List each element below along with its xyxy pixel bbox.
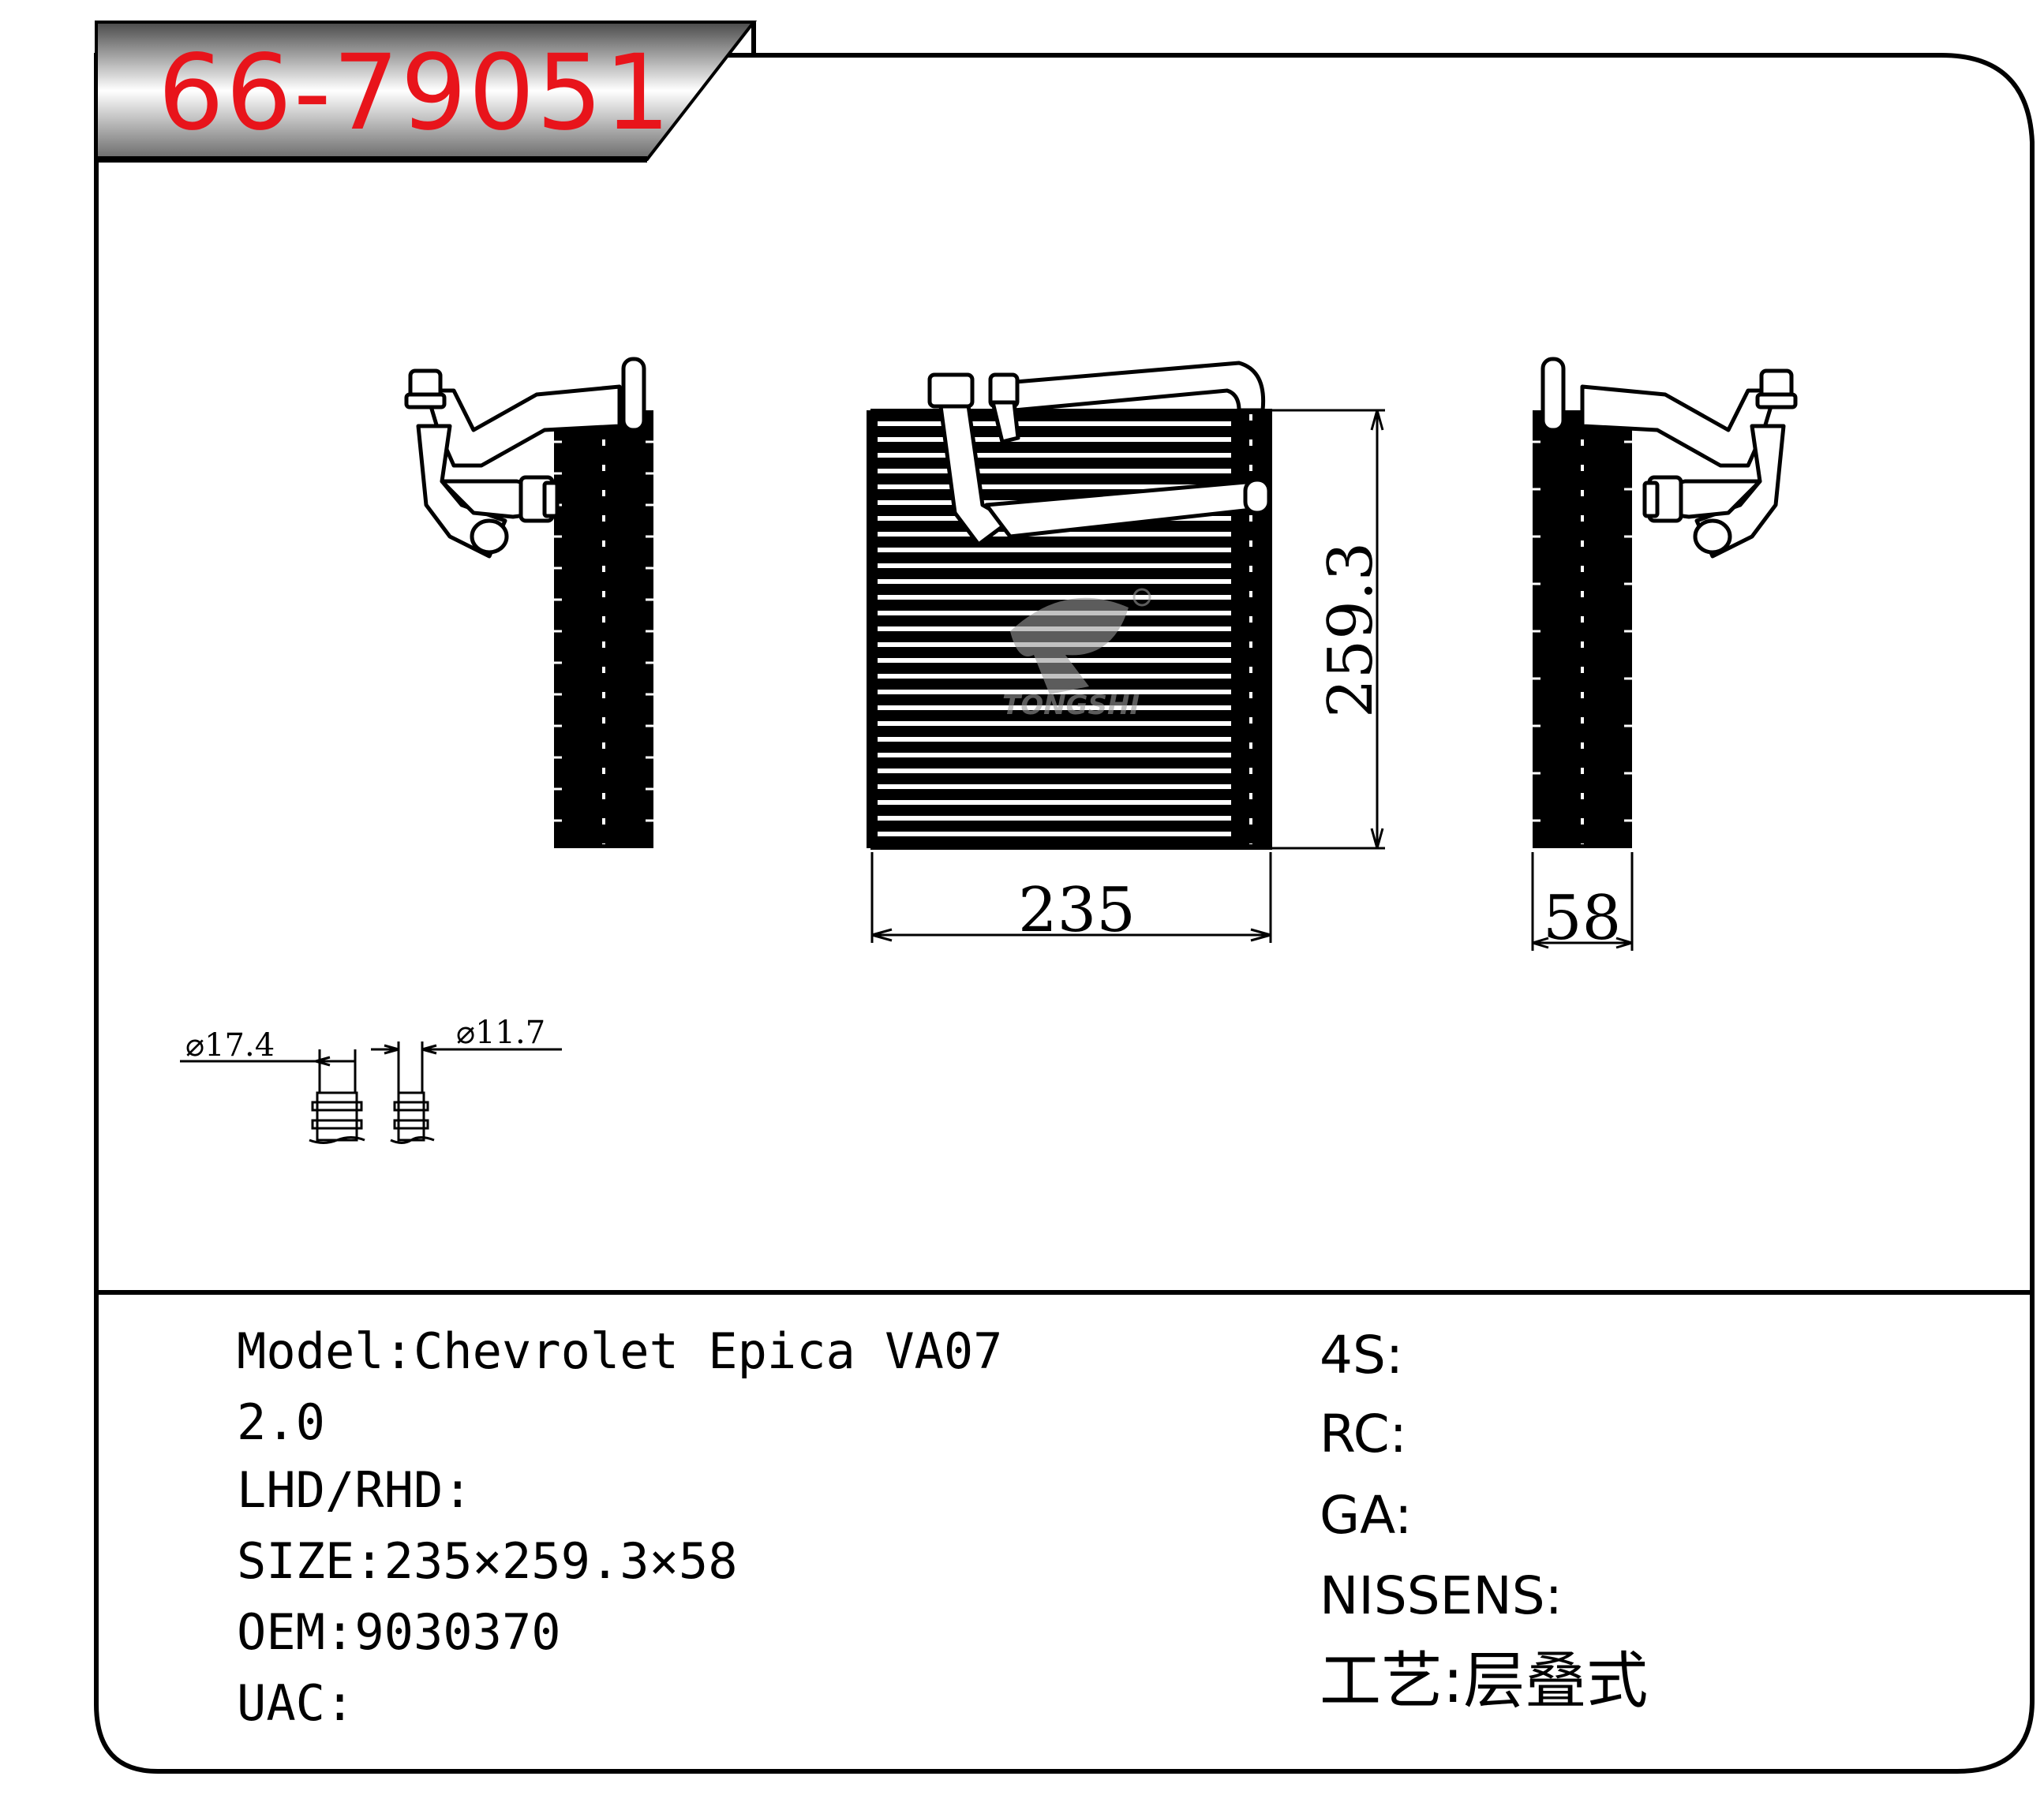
oem-value: 9030370 xyxy=(354,1603,561,1661)
process-label: 工艺: xyxy=(1320,1646,1464,1717)
ref-ga: GA: xyxy=(1320,1485,1413,1546)
part-number-banner xyxy=(95,21,758,163)
side-view-right xyxy=(1533,357,1798,848)
uac-label: UAC: xyxy=(237,1674,355,1732)
fitting-detail xyxy=(180,1041,562,1144)
model-spec: Model:Chevrolet Epica VA07 2.0 xyxy=(237,1316,1105,1458)
depth-value: 58 xyxy=(1543,883,1621,954)
fitting-small-label: ⌀11.7 xyxy=(456,1015,545,1051)
ref-rc: RC: xyxy=(1320,1404,1407,1464)
depth-dimension xyxy=(1531,852,1634,951)
process-spec: 工艺:层叠式 xyxy=(1320,1651,1648,1712)
oem-spec: OEM:9030370 xyxy=(237,1608,561,1657)
size-spec: SIZE:235×259.3×58 xyxy=(237,1537,738,1586)
model-label: Model: xyxy=(237,1322,414,1380)
lhd-rhd-label: LHD/RHD: xyxy=(237,1461,473,1519)
part-number: 66-79051 xyxy=(158,32,672,154)
fitting-large-label: ⌀17.4 xyxy=(185,1027,275,1064)
width-value: 235 xyxy=(1018,875,1136,946)
height-value: 259.3 xyxy=(1316,542,1387,718)
front-view: TONGSHI xyxy=(867,361,1272,850)
uac-spec: UAC: xyxy=(237,1679,354,1728)
lhd-rhd-spec: LHD/RHD: xyxy=(237,1466,473,1515)
size-label: SIZE: xyxy=(237,1532,384,1590)
process-value: 层叠式 xyxy=(1463,1646,1649,1717)
size-value: 235×259.3×58 xyxy=(384,1532,738,1590)
oem-label: OEM: xyxy=(237,1603,355,1661)
side-view-left xyxy=(404,357,653,848)
outer-frame xyxy=(94,53,2035,1774)
brand-logo-text: TONGSHI xyxy=(1002,690,1140,721)
ref-4s: 4S: xyxy=(1320,1325,1404,1386)
brand-logo: TONGSHI xyxy=(1002,588,1151,721)
model-value: Chevrolet Epica VA07 2.0 xyxy=(237,1322,1003,1451)
ref-nissens: NISSENS: xyxy=(1320,1565,1563,1626)
height-dimension xyxy=(1271,409,1385,850)
width-dimension xyxy=(870,852,1272,943)
